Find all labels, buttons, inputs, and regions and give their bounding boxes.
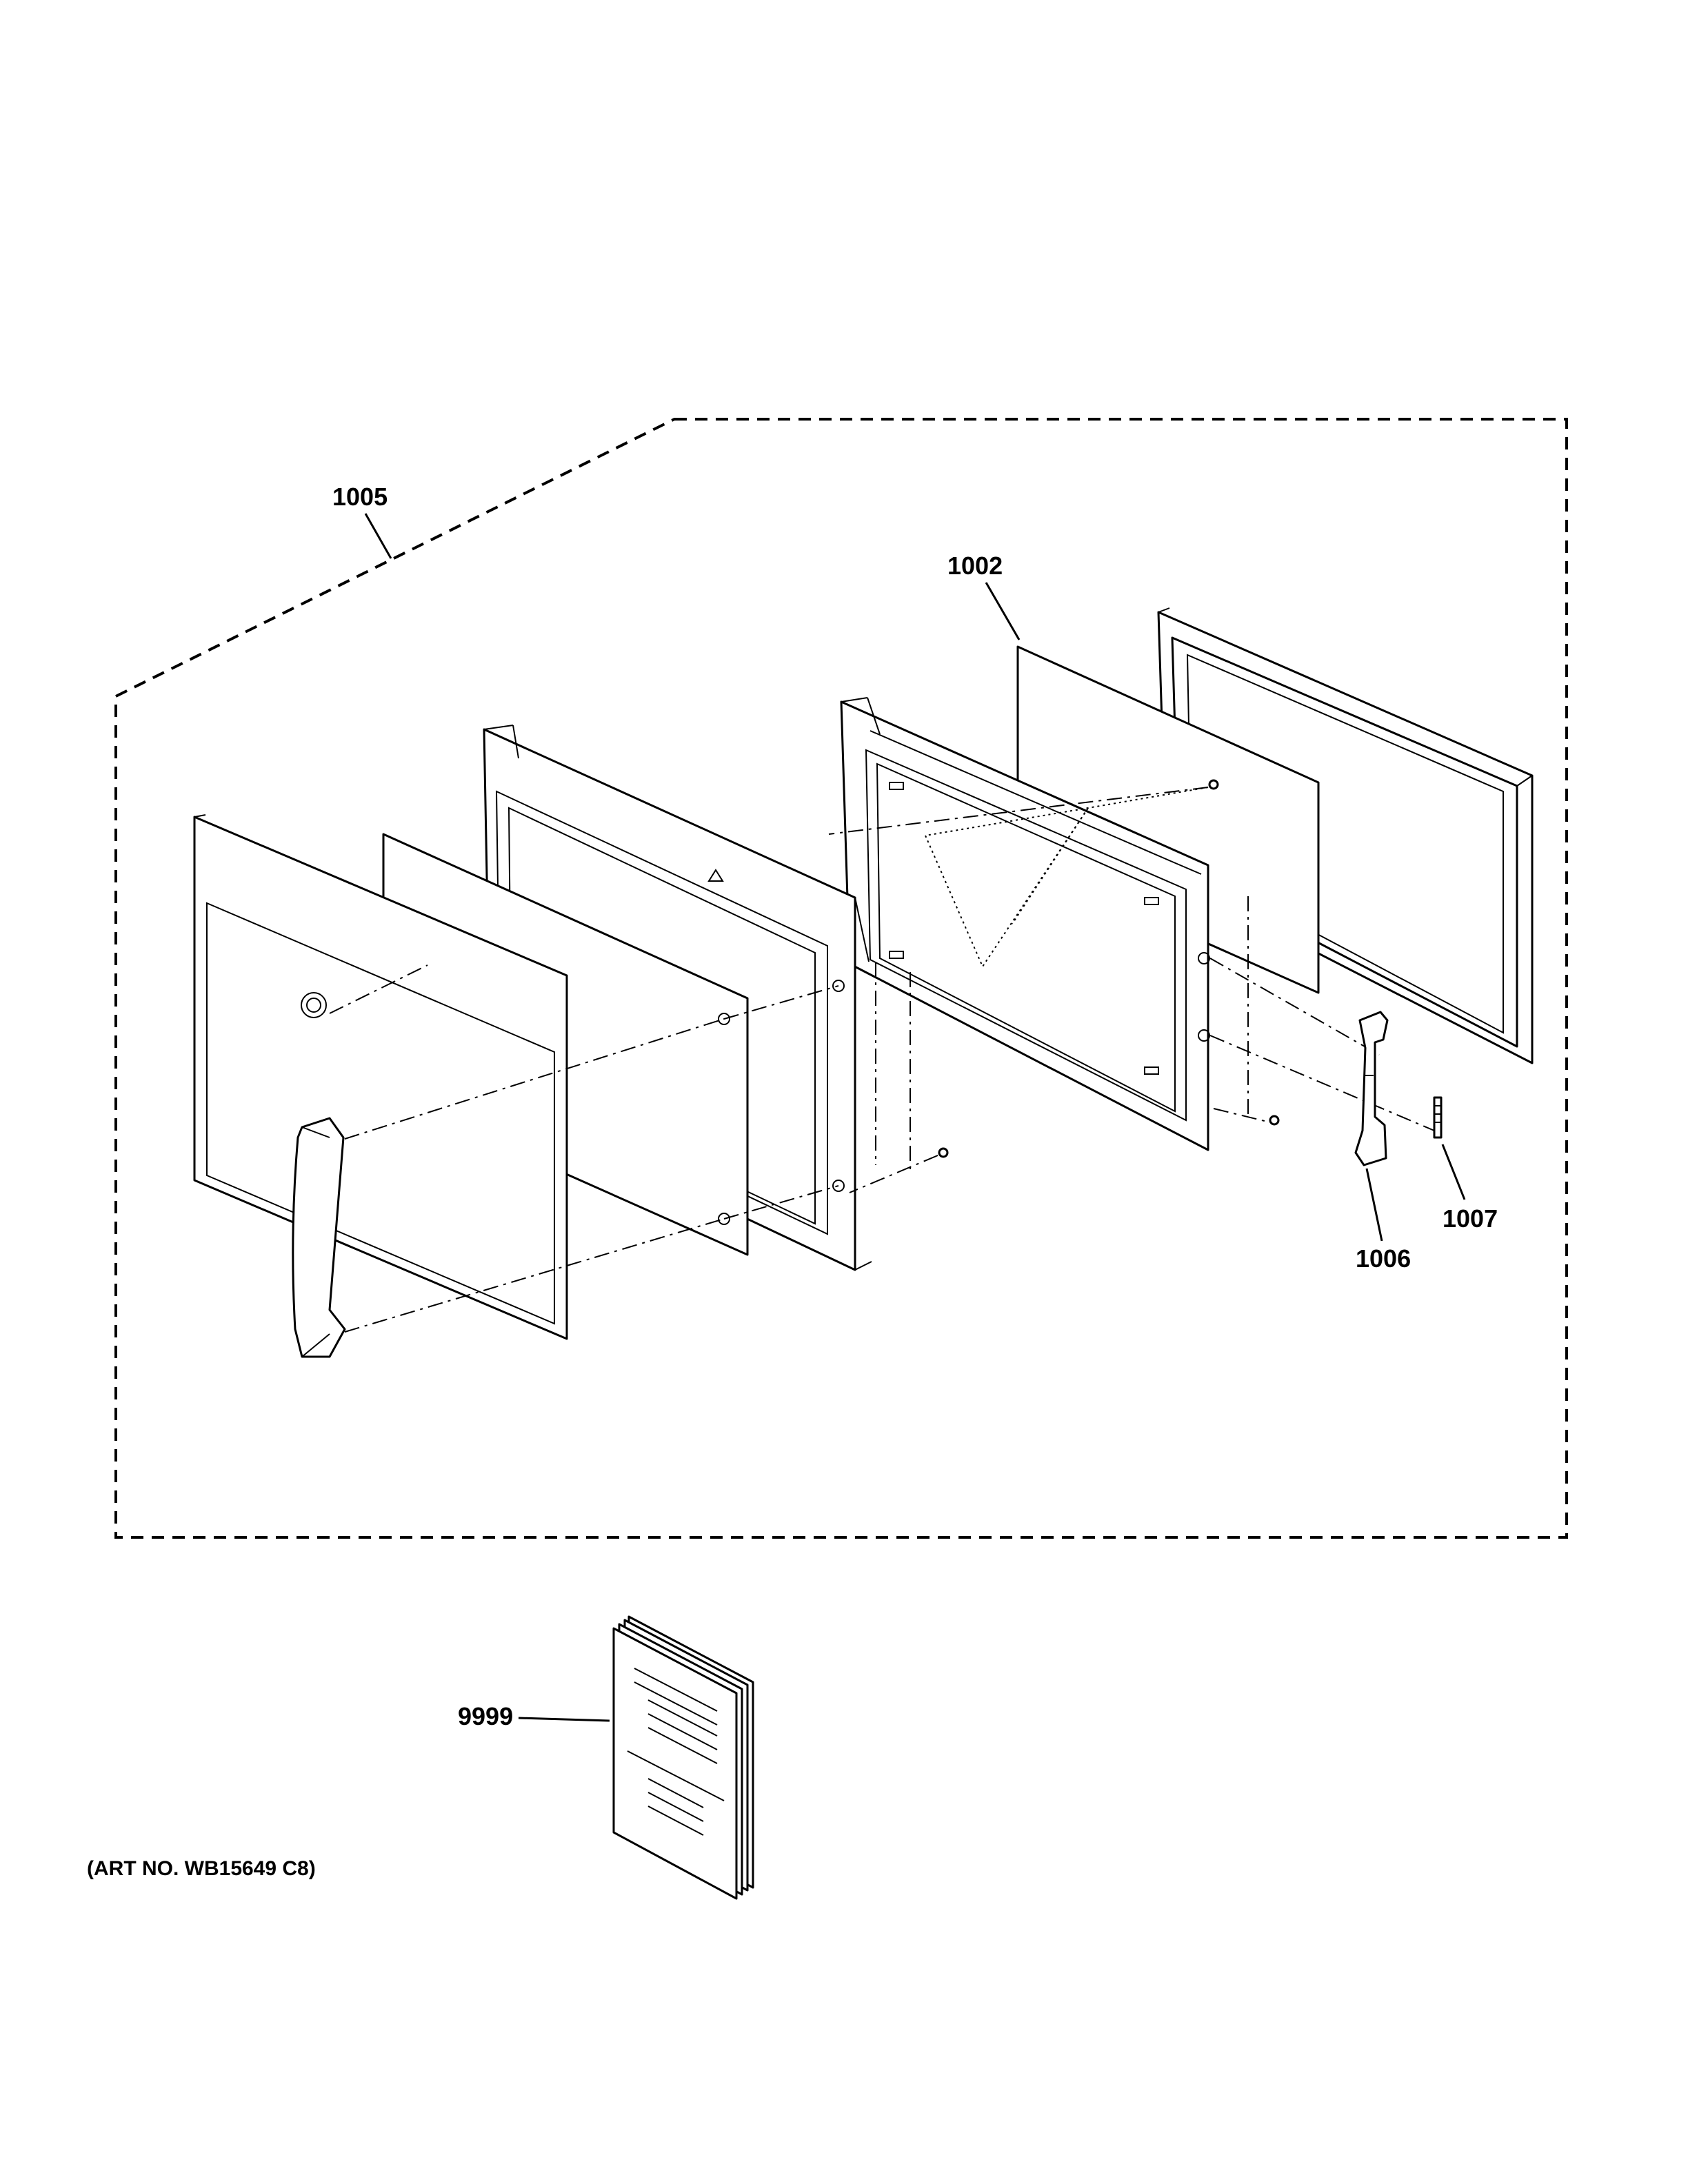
callout-9999: 9999 — [458, 1702, 513, 1730]
callout-1005: 1005 — [332, 483, 388, 511]
art-number-label: (ART NO. WB15649 C8) — [87, 1857, 316, 1880]
leader-1006 — [1365, 1168, 1383, 1242]
assembly-lines — [329, 896, 1435, 1333]
screw-icon — [1208, 779, 1219, 790]
door-assembly-boundary — [114, 418, 1568, 1539]
spring-1007 — [1433, 1096, 1443, 1139]
leader-1002 — [985, 582, 1021, 640]
leader-1007 — [1441, 1144, 1466, 1200]
recycle-icon — [707, 869, 724, 882]
leader-9999 — [518, 1717, 610, 1722]
callout-1007: 1007 — [1443, 1204, 1498, 1233]
callout-1006: 1006 — [1356, 1244, 1411, 1273]
owners-manual-9999 — [612, 1615, 754, 1900]
screw-icon — [1269, 1115, 1280, 1126]
screw-leader-lines — [828, 787, 1209, 969]
inner-door-frame — [840, 697, 1210, 1151]
callout-1002: 1002 — [947, 552, 1003, 580]
front-outer-panel — [193, 814, 568, 1340]
door-handle — [292, 1117, 346, 1358]
screw-icon — [849, 1147, 949, 1193]
leader-1005 — [364, 513, 392, 559]
hinge-1006 — [1354, 1011, 1389, 1166]
